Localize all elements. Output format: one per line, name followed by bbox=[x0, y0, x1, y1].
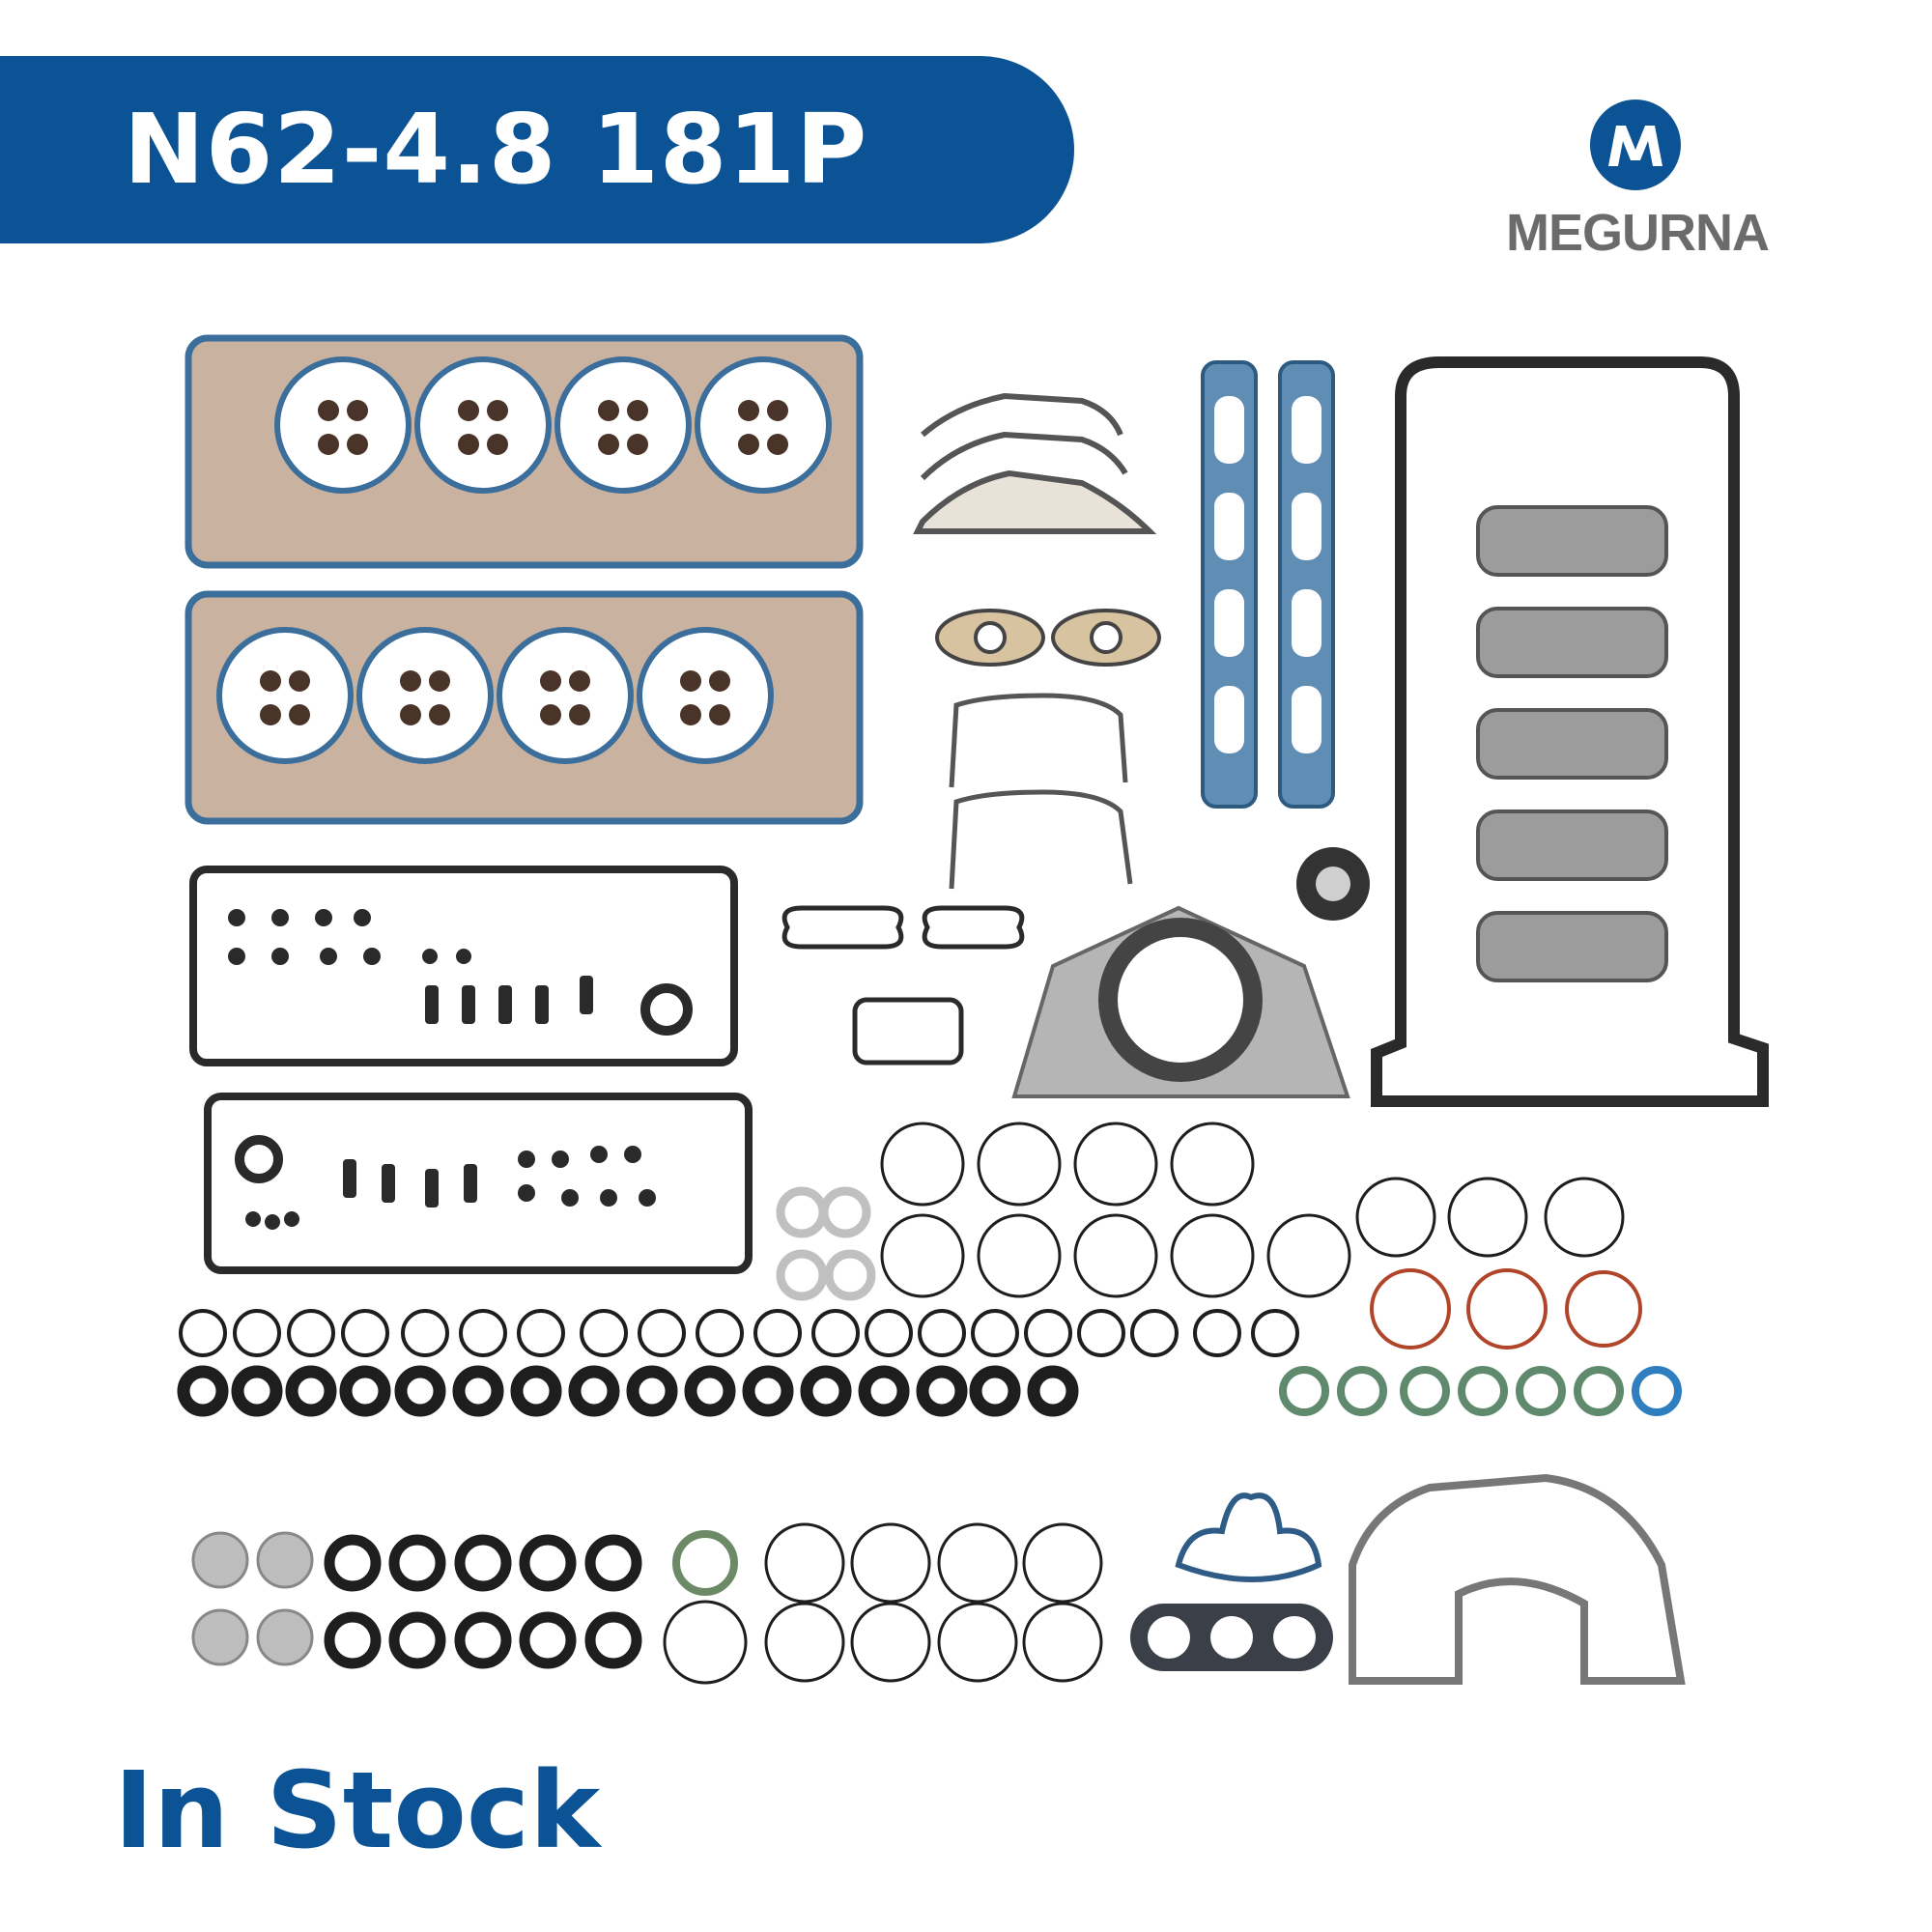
head-gasket-lower bbox=[185, 590, 864, 825]
brand-logo: MEGURNA bbox=[1478, 97, 1797, 270]
red-o-rings bbox=[1370, 1268, 1642, 1350]
valve-cover-gasket-upper bbox=[189, 866, 738, 1066]
title-banner bbox=[0, 56, 1074, 243]
flange-gaskets bbox=[935, 609, 1161, 667]
megurna-logo-icon bbox=[1590, 99, 1681, 190]
blue-o-ring bbox=[1632, 1366, 1682, 1416]
exhaust-manifold-gaskets bbox=[1476, 505, 1668, 982]
valve-stem-seals bbox=[260, 400, 788, 725]
lower-oil-pan-gasket bbox=[1349, 1473, 1686, 1685]
stock-status: In Stock bbox=[114, 1748, 601, 1872]
freeze-plugs bbox=[191, 1531, 314, 1666]
o-ring-row-thick bbox=[177, 1365, 1079, 1417]
green-seal bbox=[672, 1530, 738, 1596]
rear-main-seal-housing bbox=[1011, 905, 1350, 1098]
o-ring-large-set bbox=[880, 1122, 1625, 1298]
bottom-o-rings-thin bbox=[663, 1522, 1103, 1685]
head-gasket-upper bbox=[185, 334, 864, 569]
intake-port-holes bbox=[1214, 396, 1321, 753]
product-code-title: N62-4.8 181P bbox=[124, 93, 868, 206]
thermostat-gaskets bbox=[781, 905, 1025, 1065]
chain-cover-gaskets bbox=[949, 693, 1133, 890]
copper-washers bbox=[776, 1186, 876, 1301]
o-ring-row-green bbox=[1279, 1366, 1624, 1416]
valve-cover-gasket-lower bbox=[204, 1093, 753, 1274]
bottom-o-rings-thick bbox=[324, 1534, 642, 1669]
brand-name: MEGURNA bbox=[1506, 204, 1770, 262]
triple-seal-gasket bbox=[1130, 1604, 1333, 1671]
crank-seal bbox=[1296, 847, 1370, 921]
timing-cover-gaskets bbox=[913, 392, 1157, 534]
water-pump-gasket bbox=[1175, 1492, 1322, 1582]
oil-pan-gasket bbox=[1371, 356, 1769, 1107]
spark-plug-tube-seals bbox=[228, 909, 656, 1230]
gasket-kit-photo bbox=[177, 334, 1769, 1685]
o-ring-row-thin bbox=[179, 1309, 1299, 1357]
